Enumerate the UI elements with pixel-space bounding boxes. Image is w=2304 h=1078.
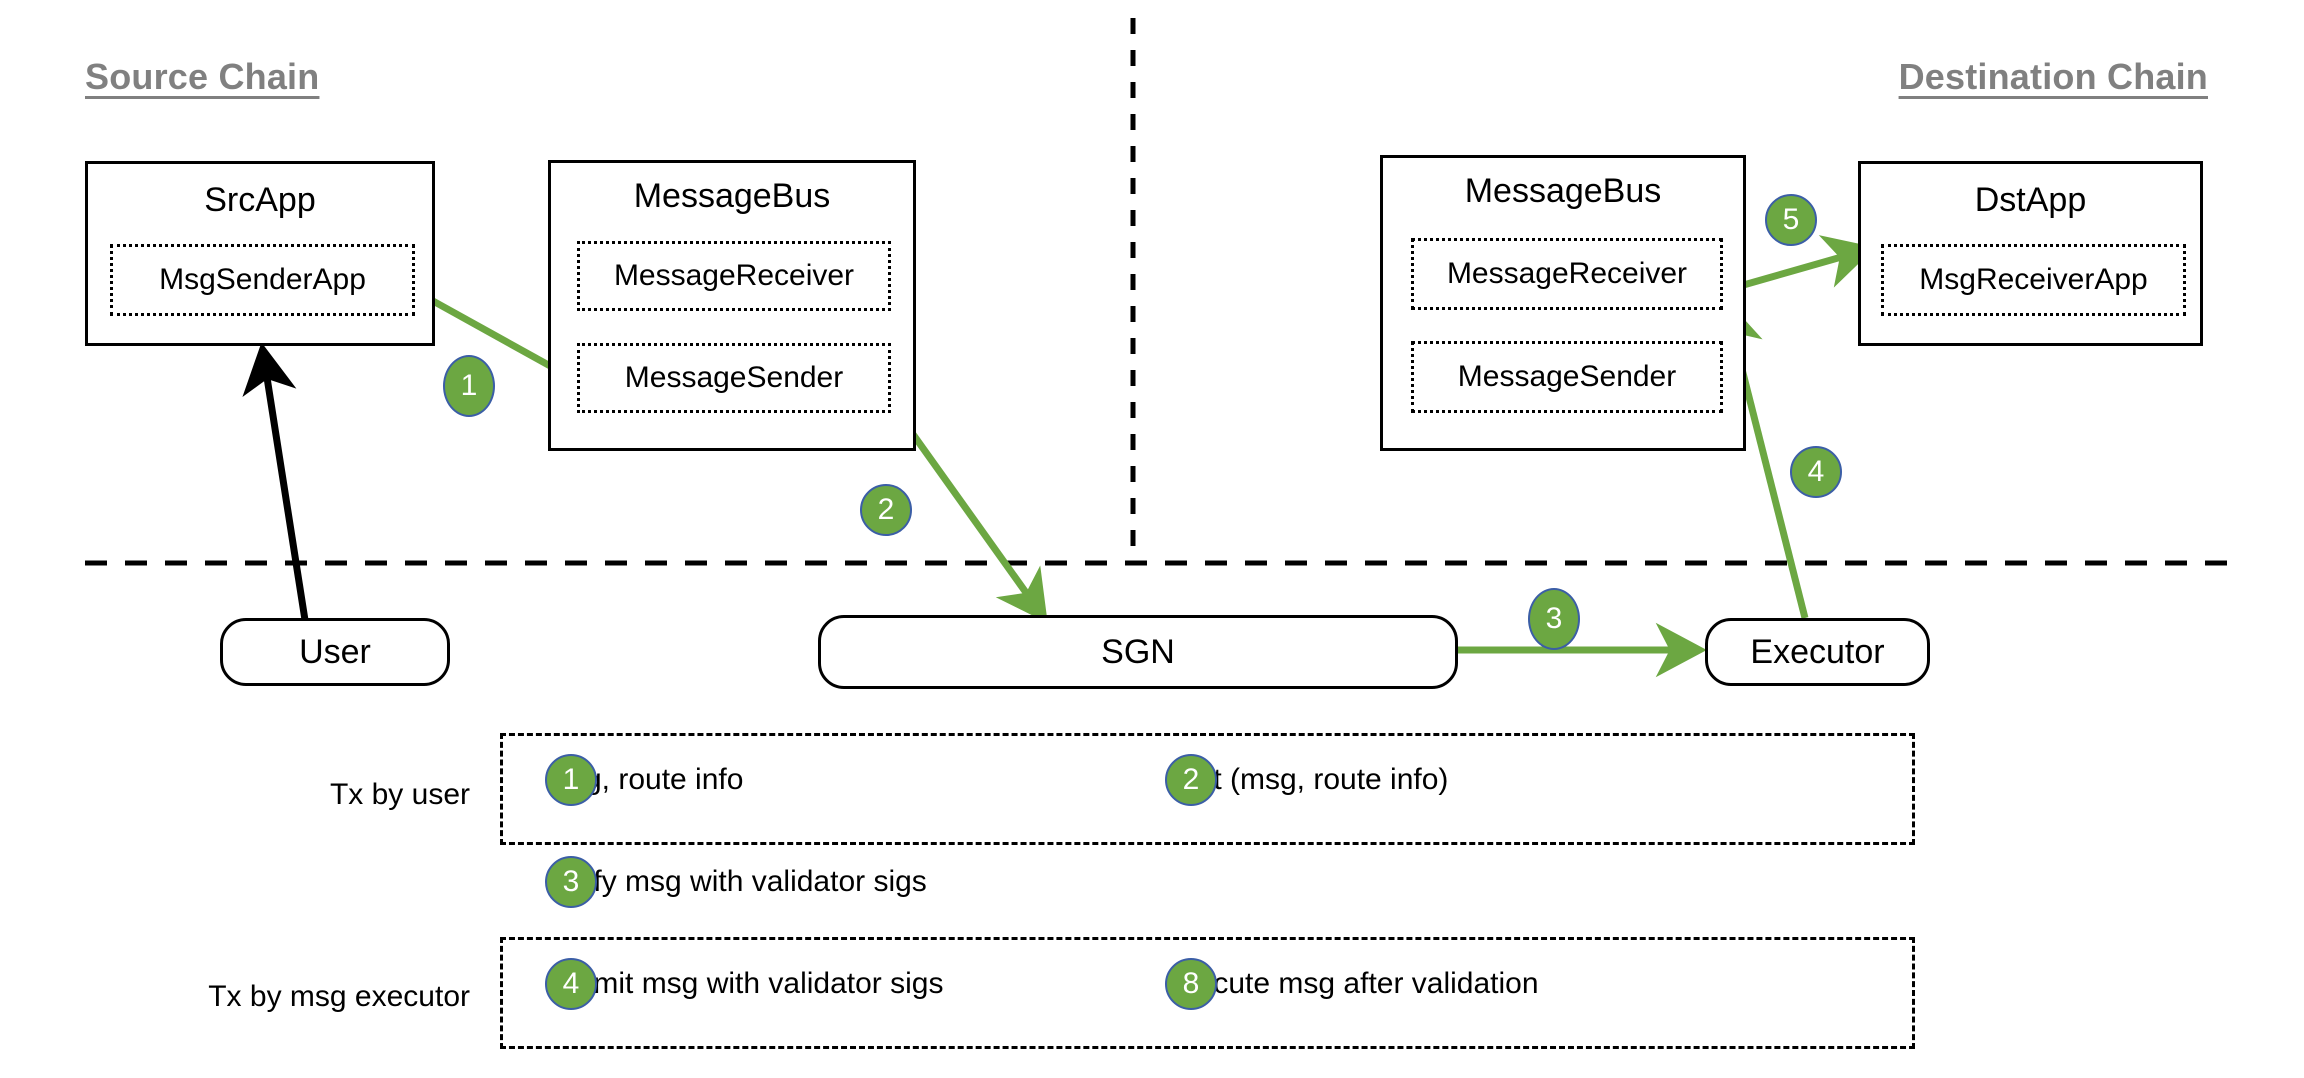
destination-messagebus-box[interactable]: MessageBus MessageReceiver MessageSender	[1380, 155, 1746, 451]
arrow-user-to-srcapp	[242, 342, 309, 621]
flow-step-badge-2: 2	[860, 484, 912, 536]
legend-box-tx-by-msg-executor	[500, 937, 1915, 1049]
flow-step-badge-1: 1	[443, 355, 495, 417]
legend-item-1: 1 msg, route info	[545, 754, 743, 806]
destination-chain-title: Destination Chain	[1898, 56, 2208, 97]
legend-text-3: notify msg with validator sigs	[545, 865, 927, 898]
executor-pill[interactable]: Executor	[1705, 618, 1930, 686]
destination-messagebus-title: MessageBus	[1464, 172, 1662, 210]
legend-item-4: 4 submit msg with validator sigs	[545, 958, 944, 1010]
source-messagebus-module-label-1: MessageSender	[624, 361, 844, 394]
legend-badge-4: 4	[545, 958, 597, 1010]
source-messagebus-module-label-0: MessageReceiver	[613, 259, 855, 292]
legend-item-3: 3 notify msg with validator sigs	[545, 856, 927, 908]
destination-messagebus-module-label-0: MessageReceiver	[1446, 257, 1688, 290]
legend-box-tx-by-user	[500, 733, 1915, 845]
source-messagebus-module-messagesender[interactable]: MessageSender	[577, 343, 891, 413]
legend-badge-8: 8	[1165, 958, 1217, 1010]
legend-text-4: submit msg with validator sigs	[545, 967, 944, 1000]
source-chain-title: Source Chain	[85, 56, 320, 97]
legend-badge-1: 1	[545, 754, 597, 806]
destination-messagebus-module-label-1: MessageSender	[1457, 360, 1677, 393]
legend-row-label-tx-by-user: Tx by user	[329, 778, 470, 811]
legend-badge-2: 2	[1165, 754, 1217, 806]
flow-step-badge-4: 4	[1790, 446, 1842, 498]
dstapp-module-label: MsgReceiverApp	[1919, 263, 2148, 296]
dstapp-title: DstApp	[1974, 181, 2087, 219]
source-messagebus-title: MessageBus	[633, 177, 831, 215]
sgn-pill[interactable]: SGN	[818, 615, 1458, 689]
srcapp-module-msgsenderapp[interactable]: MsgSenderApp	[110, 244, 415, 316]
flow-step-badge-3: 3	[1528, 588, 1580, 650]
flow-step-badge-5: 5	[1765, 194, 1817, 246]
srcapp-title: SrcApp	[204, 181, 316, 219]
sgn-label: SGN	[1101, 632, 1175, 671]
destination-messagebus-module-messagesender[interactable]: MessageSender	[1411, 341, 1723, 413]
dstapp-box[interactable]: DstApp MsgReceiverApp	[1858, 161, 2203, 346]
legend-text-8: execute msg after validation	[1165, 967, 1539, 1000]
user-pill[interactable]: User	[220, 618, 450, 686]
dstapp-module-msgreceiverapp[interactable]: MsgReceiverApp	[1881, 244, 2186, 316]
executor-label: Executor	[1750, 632, 1885, 671]
destination-messagebus-module-messagereceiver[interactable]: MessageReceiver	[1411, 238, 1723, 310]
legend-item-8: 8 execute msg after validation	[1165, 958, 1539, 1010]
legend-badge-3: 3	[545, 856, 597, 908]
user-label: User	[299, 632, 371, 671]
legend-row-label-tx-by-msg-executor: Tx by msg executor	[208, 980, 470, 1013]
source-messagebus-box[interactable]: MessageBus MessageReceiver MessageSender	[548, 160, 916, 451]
legend-item-2: 2 emit (msg, route info)	[1165, 754, 1448, 806]
srcapp-box[interactable]: SrcApp MsgSenderApp	[85, 161, 435, 346]
srcapp-module-label: MsgSenderApp	[159, 263, 366, 296]
source-messagebus-module-messagereceiver[interactable]: MessageReceiver	[577, 241, 891, 311]
